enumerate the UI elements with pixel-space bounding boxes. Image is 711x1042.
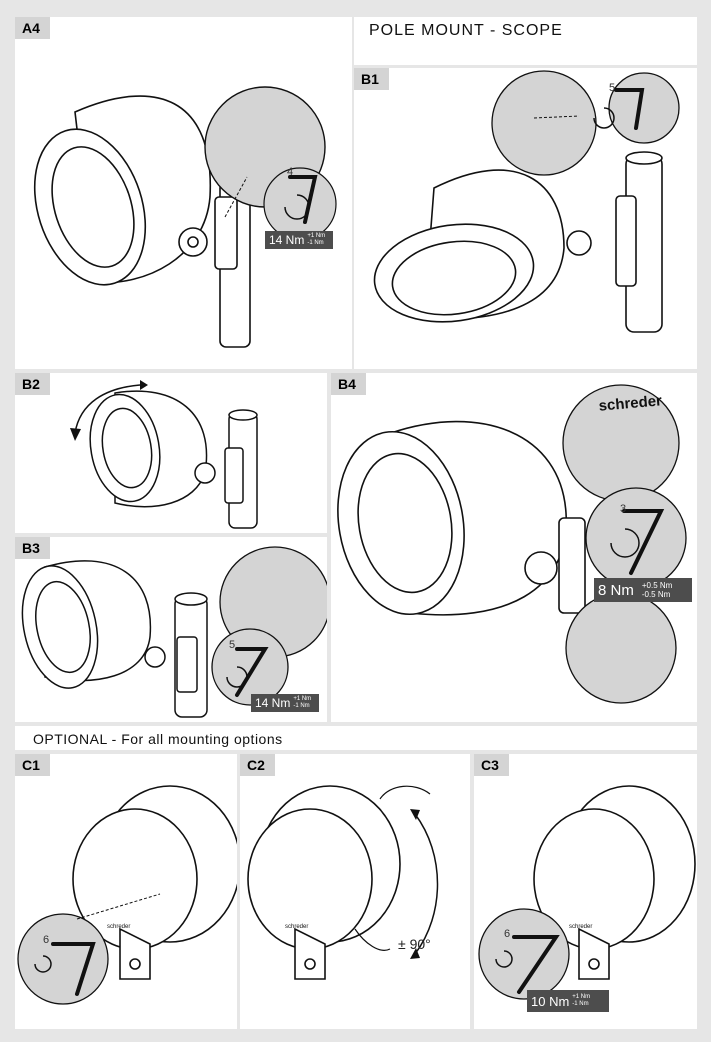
luminaire-drawing: schreder: [17, 785, 237, 1005]
step-label-b4: B4: [331, 373, 366, 395]
hex-key-icon: [512, 935, 560, 994]
step-a4-panel: A4 4 14 Nm +1 Nm-1 Nm: [15, 17, 352, 369]
step-label-b3: B3: [15, 537, 50, 559]
step-label-b1: B1: [354, 68, 389, 90]
step-label-b2: B2: [15, 373, 50, 395]
torque-badge-b3: 14 Nm +1 Nm-1 Nm: [251, 694, 319, 712]
luminaire-drawing: schreder: [247, 785, 439, 980]
torque-value: 10 Nm: [531, 993, 570, 1009]
rotate-arrow-icon: [610, 528, 640, 558]
step-label-c1: C1: [15, 754, 50, 776]
luminaire-drawing: [33, 86, 337, 348]
hex-key-icon: [622, 509, 665, 575]
key-size-c1: 6: [43, 934, 50, 946]
torque-badge-b4: 8 Nm +0.5 Nm-0.5 Nm: [594, 578, 692, 602]
torque-plus: +0.5 Nm: [641, 581, 673, 590]
step-c1-panel: C1 schreder 6: [15, 754, 237, 1029]
torque-plus: +1 Nm: [572, 994, 591, 1000]
key-size-b3: 5: [229, 639, 236, 651]
step-b3-panel: B3 5 14 Nm +1 Nm-1 Nm: [15, 537, 327, 722]
rotate-arrow-icon: [414, 813, 439, 955]
brand-mark: schreder: [598, 392, 663, 414]
torque-badge-c3: 10 Nm +1 Nm-1 Nm: [527, 990, 609, 1012]
brand-mark: schreder: [285, 924, 308, 930]
luminaire-drawing: [70, 380, 258, 529]
key-size-b4: 3: [620, 503, 627, 515]
rotate-arrow-icon: [226, 666, 248, 688]
torque-plus: +1 Nm: [293, 696, 312, 702]
rotate-arrow-icon: [593, 107, 615, 129]
step-b1-panel: B1 5: [354, 68, 697, 369]
torque-minus: -1 Nm: [572, 1001, 589, 1007]
rotate-arrow-icon: [495, 950, 513, 968]
rotation-label: ± 90°: [398, 936, 431, 952]
brand-mark: schreder: [107, 924, 130, 930]
key-size-c3: 6: [504, 928, 511, 940]
optional-strip: [15, 726, 697, 750]
torque-value: 8 Nm: [598, 581, 634, 599]
luminaire-drawing: schreder: [337, 384, 687, 704]
step-b2-panel: B2: [15, 373, 327, 533]
page-title: POLE MOUNT - SCOPE: [369, 22, 563, 39]
key-size-a4: 4: [287, 166, 294, 178]
luminaire-drawing: schreder: [478, 785, 696, 1000]
luminaire-drawing: [373, 70, 680, 333]
step-c3-panel: C3 schreder 6 10 Nm +1 Nm-1 Nm: [474, 754, 697, 1029]
torque-plus: +1 Nm: [307, 233, 326, 239]
torque-value: 14 Nm: [269, 233, 305, 247]
step-label-c3: C3: [474, 754, 509, 776]
hex-key-icon: [614, 88, 645, 130]
key-size-b1: 5: [609, 82, 616, 94]
brand-mark: schreder: [569, 924, 592, 930]
step-label-c2: C2: [240, 754, 275, 776]
torque-badge-a4: 14 Nm +1 Nm-1 Nm: [265, 231, 333, 249]
torque-minus: -1 Nm: [293, 703, 310, 709]
step-label-a4: A4: [15, 17, 50, 39]
rotate-arrow-icon: [284, 194, 310, 220]
title-strip: [354, 17, 697, 65]
torque-value: 14 Nm: [255, 696, 291, 710]
optional-title: OPTIONAL - For all mounting options: [33, 731, 283, 747]
luminaire-drawing: [21, 546, 327, 718]
torque-minus: -0.5 Nm: [641, 590, 671, 599]
step-b4-panel: B4 schreder 3 8 Nm +0.5 Nm-0.5 Nm: [331, 373, 697, 722]
step-c2-panel: C2 schreder ± 90°: [240, 754, 470, 1029]
rotate-arrow-icon: [74, 384, 141, 434]
torque-minus: -1 Nm: [307, 240, 324, 246]
hex-key-icon: [51, 942, 96, 996]
rotate-arrow-icon: [34, 955, 52, 973]
